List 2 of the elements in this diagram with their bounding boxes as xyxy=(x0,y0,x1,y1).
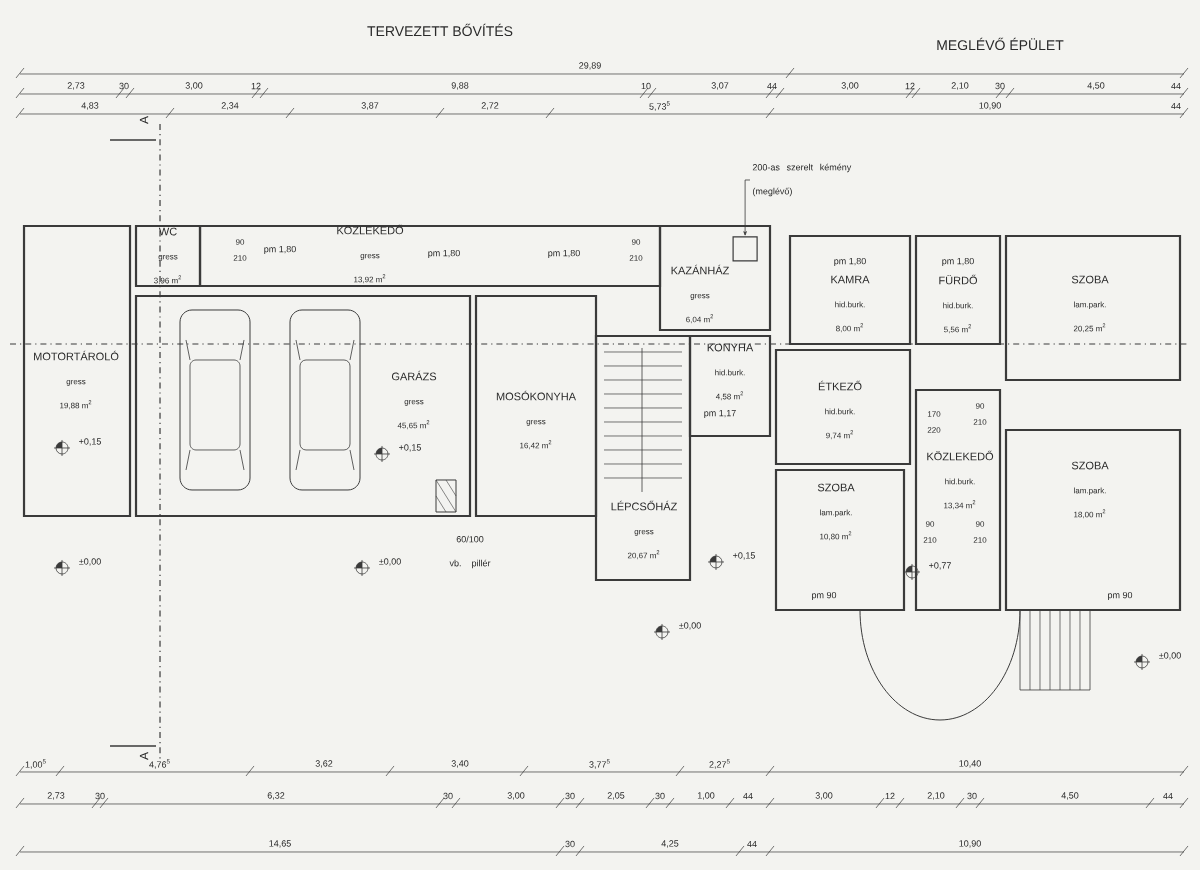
chimney-box xyxy=(732,236,758,262)
leader-line xyxy=(743,179,751,236)
